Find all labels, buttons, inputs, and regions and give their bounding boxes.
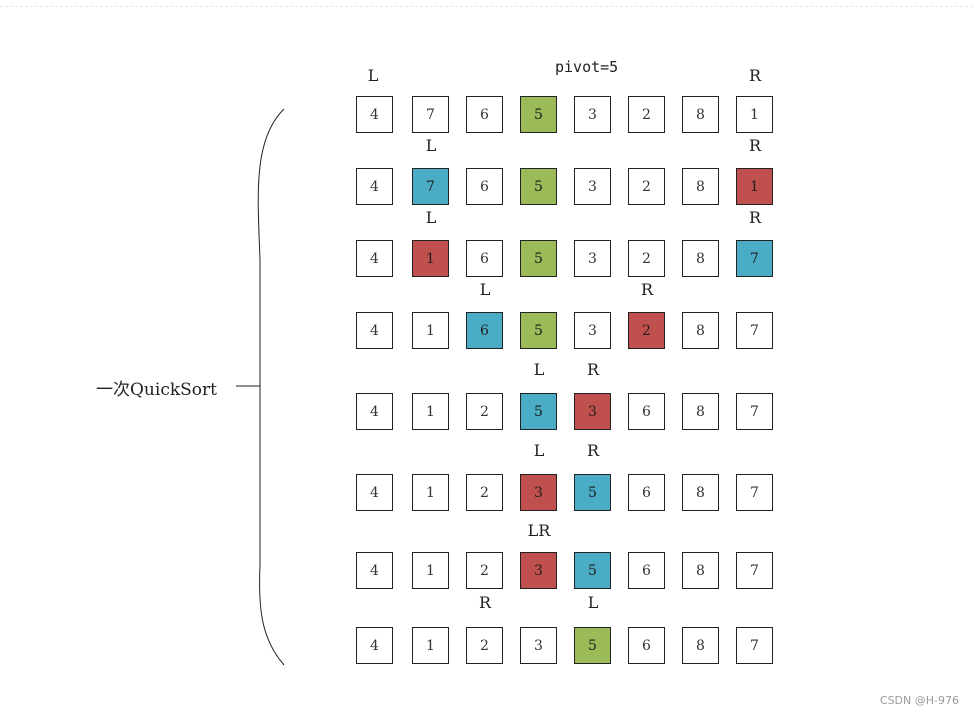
pointer-label-r: R: [478, 593, 492, 612]
array-cell: 8: [682, 312, 719, 349]
array-cell: 6: [466, 168, 503, 205]
array-cell: 5: [520, 96, 557, 133]
array-cell: 8: [682, 168, 719, 205]
array-cell: 8: [682, 96, 719, 133]
array-cell: 8: [682, 240, 719, 277]
array-cell: 5: [520, 312, 557, 349]
array-cell: 6: [466, 240, 503, 277]
array-cell: 4: [356, 240, 393, 277]
array-cell: 6: [628, 627, 665, 664]
array-cell: 1: [412, 474, 449, 511]
array-cell: 8: [682, 627, 719, 664]
pointer-label-r: R: [640, 280, 654, 299]
pointer-label-r: R: [586, 441, 600, 460]
array-cell: 4: [356, 168, 393, 205]
array-cell: 3: [574, 168, 611, 205]
pointer-label-r: R: [748, 208, 762, 227]
array-cell: 3: [574, 312, 611, 349]
pointer-label-l: L: [587, 593, 599, 612]
array-cell: 3: [520, 552, 557, 589]
array-cell: 7: [736, 627, 773, 664]
array-cell: 4: [356, 96, 393, 133]
array-cell: 6: [628, 552, 665, 589]
array-cell: 2: [628, 96, 665, 133]
array-cell: 1: [412, 393, 449, 430]
array-cell: 1: [412, 312, 449, 349]
array-cell: 5: [574, 474, 611, 511]
pointer-label-l: L: [367, 66, 379, 85]
top-divider: [0, 6, 973, 7]
array-cell: 3: [574, 240, 611, 277]
pointer-label-l: L: [533, 441, 545, 460]
array-cell: 1: [412, 552, 449, 589]
pointer-label-l: L: [425, 136, 437, 155]
array-cell: 2: [628, 312, 665, 349]
array-cell: 1: [736, 168, 773, 205]
pointer-label-r: R: [586, 360, 600, 379]
array-cell: 4: [356, 552, 393, 589]
array-cell: 7: [736, 552, 773, 589]
array-cell: 4: [356, 627, 393, 664]
array-cell: 6: [628, 393, 665, 430]
quicksort-pass-label: 一次QuickSort: [96, 380, 217, 400]
array-cell: 2: [628, 168, 665, 205]
array-cell: 2: [466, 552, 503, 589]
array-cell: 5: [574, 627, 611, 664]
pivot-label: pivot=5: [555, 58, 619, 76]
array-cell: 7: [736, 474, 773, 511]
watermark: CSDN @H-976: [879, 694, 959, 707]
array-cell: 8: [682, 393, 719, 430]
pointer-label-l: L: [479, 280, 491, 299]
array-cell: 3: [520, 474, 557, 511]
array-cell: 2: [466, 627, 503, 664]
array-cell: 2: [628, 240, 665, 277]
pointer-label-lr: LR: [527, 521, 551, 540]
array-cell: 5: [574, 552, 611, 589]
array-cell: 5: [520, 168, 557, 205]
array-cell: 7: [736, 393, 773, 430]
array-cell: 4: [356, 393, 393, 430]
pointer-label-l: L: [425, 208, 437, 227]
array-cell: 5: [520, 393, 557, 430]
array-cell: 7: [736, 312, 773, 349]
array-cell: 8: [682, 474, 719, 511]
array-cell: 7: [412, 96, 449, 133]
array-cell: 7: [736, 240, 773, 277]
array-cell: 1: [736, 96, 773, 133]
array-cell: 2: [466, 474, 503, 511]
array-cell: 7: [412, 168, 449, 205]
array-cell: 6: [466, 312, 503, 349]
array-cell: 6: [628, 474, 665, 511]
pointer-label-r: R: [748, 136, 762, 155]
array-cell: 5: [520, 240, 557, 277]
array-cell: 6: [466, 96, 503, 133]
array-cell: 2: [466, 393, 503, 430]
array-cell: 1: [412, 627, 449, 664]
array-cell: 3: [574, 96, 611, 133]
array-cell: 1: [412, 240, 449, 277]
array-cell: 4: [356, 474, 393, 511]
array-cell: 3: [574, 393, 611, 430]
array-cell: 8: [682, 552, 719, 589]
array-cell: 3: [520, 627, 557, 664]
array-cell: 4: [356, 312, 393, 349]
pointer-label-r: R: [748, 66, 762, 85]
pointer-label-l: L: [533, 360, 545, 379]
